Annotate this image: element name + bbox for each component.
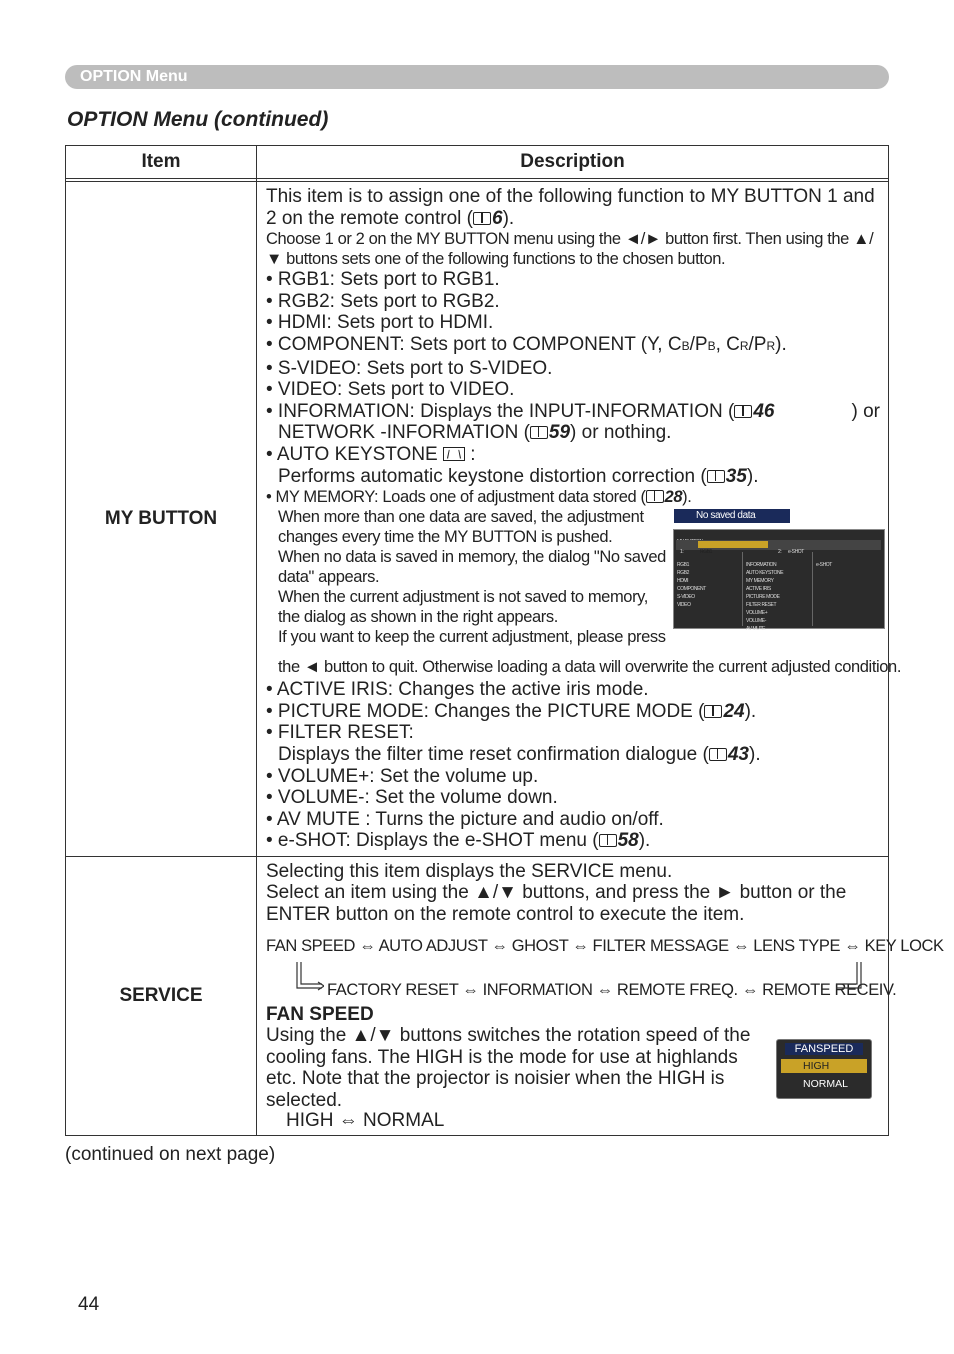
mb-iris: • ACTIVE IRIS: Changes the active iris m… <box>266 679 649 701</box>
table-row: SERVICE Selecting this item displays the… <box>65 855 944 1137</box>
mb-memory-last: the ◄ button to quit. Otherwise loading … <box>278 658 902 677</box>
mb-svideo: • S-VIDEO: Sets port to S-VIDEO. <box>266 357 553 379</box>
page-number: 44 <box>78 1294 100 1315</box>
mb-video: • VIDEO: Sets port to VIDEO. <box>266 379 515 401</box>
svc-intro2: Select an item using the ▲/▼ buttons, an… <box>266 882 847 926</box>
option-table: Item Description MY BUTTON This item is … <box>65 145 944 1137</box>
col-item-header: Item <box>65 145 257 179</box>
svc-flow-line1: FAN SPEED ⇔ AUTO ADJUST ⇔ GHOST ⇔ FILTER… <box>266 936 944 955</box>
mb-information-2: NETWORK -INFORMATION (59) or nothing. <box>278 422 672 444</box>
svc-fan-opts: HIGH ⇔ NORMAL <box>286 1109 445 1131</box>
book-icon <box>473 211 491 225</box>
flow-arrow-left-icon <box>296 961 324 991</box>
table-header-row: Item Description <box>65 145 889 179</box>
mb-information: • INFORMATION: Displays the INPUT-INFORM… <box>266 400 880 422</box>
page-title: OPTION Menu (continued) <box>67 108 329 131</box>
keystone-icon <box>443 446 466 461</box>
col-desc-header: Description <box>256 145 889 179</box>
mb-filter: • FILTER RESET: <box>266 722 414 744</box>
svc-fan-heading: FAN SPEED <box>266 1003 374 1025</box>
mb-voldown: • VOLUME-: Set the volume down. <box>266 787 558 809</box>
svc-flow-line2: FACTORY RESET ⇔ INFORMATION ⇔ REMOTE FRE… <box>327 980 897 999</box>
book-icon <box>734 404 753 418</box>
book-icon <box>708 747 727 761</box>
header-bar <box>65 65 889 89</box>
fan-speed-screenshot: FANSPEED HIGH NORMAL <box>776 1038 872 1099</box>
mb-memory-text: When more than one data are saved, the a… <box>278 508 666 647</box>
mb-memory: • MY MEMORY: Loads one of adjustment dat… <box>266 488 692 507</box>
table-row: MY BUTTON This item is to assign one of … <box>65 181 901 857</box>
mb-note: Choose 1 or 2 on the MY BUTTON menu usin… <box>266 230 874 269</box>
mb-volup: • VOLUME+: Set the volume up. <box>266 765 539 787</box>
continued-note: (continued on next page) <box>65 1144 276 1165</box>
item-service: SERVICE <box>65 855 257 1137</box>
no-saved-data-dialog: No saved data <box>674 509 790 524</box>
mb-keystone: • AUTO KEYSTONE : <box>266 443 476 465</box>
svc-intro1: Selecting this item displays the SERVICE… <box>266 860 673 882</box>
svc-fan-block: FAN SPEED Using the ▲/▼ buttons switches… <box>266 1004 880 1114</box>
svc-fan-desc: Using the ▲/▼ buttons switches the rotat… <box>266 1025 751 1112</box>
mb-intro: This item is to assign one of the follow… <box>266 186 875 229</box>
mb-hdmi: • HDMI: Sets port to HDMI. <box>266 312 494 334</box>
book-icon <box>704 704 723 718</box>
header-section: OPTION Menu <box>80 68 188 85</box>
book-icon <box>529 426 548 440</box>
mb-memory-block: When more than one data are saved, the a… <box>266 507 901 679</box>
book-icon <box>706 469 725 483</box>
mb-rgb1: • RGB1: Sets port to RGB1. <box>266 269 500 291</box>
svc-flow: FAN SPEED ⇔ AUTO ADJUST ⇔ GHOST ⇔ FILTER… <box>266 926 944 1004</box>
my-button-menu-screenshot: MY BUTTON 1: RGB1 2: e-SHOT RGB1 RGB2 HD… <box>673 529 885 632</box>
book-icon <box>598 834 617 848</box>
mb-component: • COMPONENT: Sets port to COMPONENT (Y, … <box>266 333 787 355</box>
flow-arrow-right-icon <box>836 961 862 989</box>
desc-my-button: This item is to assign one of the follow… <box>256 181 901 857</box>
item-my-button: MY BUTTON <box>65 181 257 857</box>
mb-picture: • PICTURE MODE: Changes the PICTURE MODE… <box>266 700 757 722</box>
mb-keystone-desc: Performs automatic keystone distortion c… <box>278 465 759 487</box>
book-icon <box>645 490 664 504</box>
mb-filter-desc: Displays the filter time reset confirmat… <box>278 743 761 765</box>
mb-avmute: • AV MUTE : Turns the picture and audio … <box>266 808 664 830</box>
mb-eshot: • e-SHOT: Displays the e-SHOT menu (58). <box>266 830 651 852</box>
mb-rgb2: • RGB2: Sets port to RGB2. <box>266 290 500 312</box>
desc-service: Selecting this item displays the SERVICE… <box>256 855 944 1137</box>
